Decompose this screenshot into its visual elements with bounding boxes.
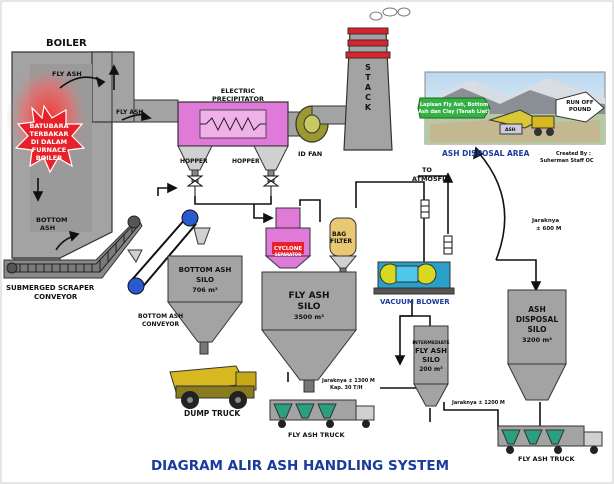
runoff-label-2: POUND [569, 107, 592, 113]
ash-disposal-silo [507, 289, 567, 401]
lapisan-label-2: Ash dan Clay (Tanah Liat) [418, 109, 490, 115]
bag-filter [328, 217, 358, 277]
dump-truck-label: DUMP TRUCK [184, 409, 241, 418]
bottom-ash-silo-label-2: SILO [196, 276, 214, 284]
fly-ash-truck-label-1: FLY ASH TRUCK [288, 431, 345, 439]
cyclone-separator [264, 207, 312, 269]
hopper-label-2: HOPPER [232, 158, 260, 165]
fly-ash-silo-label-3: 3500 m³ [294, 313, 324, 321]
stack-letter-4: C [365, 93, 371, 102]
fly-ash-truck-1 [269, 399, 375, 428]
fly-ash-truck-2 [497, 425, 603, 454]
bag-filter-label-1: BAG [332, 231, 346, 238]
cyclone-label-1: CYCLONE [274, 246, 302, 252]
burst-line-3: DI DALAM [31, 138, 67, 146]
burst-line-5: BOILER [36, 154, 63, 162]
id-fan [287, 105, 351, 143]
fly-ash-silo-label-2: SILO [298, 302, 321, 312]
diagram-title: DIAGRAM ALIR ASH HANDLING SYSTEM [151, 458, 449, 474]
burst-line-4: FURNACE [32, 146, 66, 154]
ash-disposal-area-label: ASH DISPOSAL AREA [442, 149, 530, 158]
burst-line-1: BATUBARA [29, 122, 68, 130]
disposal-silo-label-3: SILO [527, 325, 546, 334]
disposal-silo-label-1: ASH [528, 305, 545, 314]
precipitator-label-1: ELECTRIC [221, 87, 256, 95]
boiler-label: BOILER [46, 38, 87, 49]
submerged-scraper-conveyor [3, 215, 143, 279]
pneumatic-piping [157, 146, 542, 430]
bottom-ash-conveyor-label-2: CONVEYOR [142, 321, 179, 328]
dump-truck [169, 365, 257, 409]
distance-600-label-1: Jaraknya [531, 218, 559, 224]
disposal-silo-label-4: 3200 m³ [522, 336, 552, 344]
disposal-silo-label-2: DISPOSAL [516, 315, 558, 324]
stack-letter-3: A [365, 83, 372, 92]
ash-small-label: ASH [505, 127, 516, 133]
bottom-ash-silo [167, 255, 243, 355]
author-label: Suherman Staff OC [540, 158, 594, 164]
stack-letter-5: K [365, 103, 372, 112]
intermediate-silo-label-4: 200 m³ [419, 366, 443, 373]
fly-ash-truck-label-2: FLY ASH TRUCK [518, 455, 575, 463]
burst-line-2: TERBAKAR [30, 130, 69, 138]
labels: BOILER FLY ASH FLY ASH BATUBARA TERBAKAR… [6, 38, 594, 474]
burning-coal-burst [14, 104, 86, 174]
electric-precipitator [177, 101, 289, 196]
fly-ash-label-top: FLY ASH [52, 70, 82, 78]
ash-disposal-area-picture [417, 71, 606, 145]
bottom-ash-label-2: ASH [40, 224, 55, 232]
stack-letter-2: T [365, 73, 371, 82]
bottom-ash-silo-label-3: 706 m³ [192, 286, 218, 294]
precipitator-label-2: PRECIPITATOR [212, 95, 264, 103]
fly-ash-silo-label-1: FLY ASH [288, 291, 329, 301]
runoff-label-1: RUN OFF [566, 100, 594, 106]
bag-filter-label-2: FILTER [330, 238, 352, 245]
distance-600-label-2: ± 600 M [536, 226, 561, 232]
stack [343, 7, 411, 151]
intermediate-fly-ash-silo [413, 325, 449, 407]
cyclone-label-2: SEPARATOR [275, 252, 301, 257]
scraper-label-2: CONVEYOR [34, 293, 78, 301]
vacuum-blower-label: VACUUM BLOWER [380, 298, 450, 306]
bottom-ash-silo-label-1: BOTTOM ASH [179, 266, 232, 274]
bottom-ash-conveyor [127, 209, 211, 295]
stack-letter-1: S [365, 63, 371, 72]
hopper-label-1: HOPPER [180, 158, 208, 165]
distance-1200-label: Jaraknya ± 1200 M [451, 400, 505, 406]
id-fan-label: ID FAN [298, 150, 322, 158]
to-atmosfir-label-2: ATMOSFIR [412, 175, 450, 183]
scraper-label-1: SUBMERGED SCRAPER [6, 284, 95, 292]
distance-1300-label: Jaraknya ± 1300 M [321, 378, 375, 384]
capacity-label: Kap. 30 T/H [330, 385, 363, 391]
created-by-label: Created By : [556, 151, 591, 157]
flow-arrows-boiler [32, 64, 152, 251]
intermediate-silo-label-3: SILO [422, 356, 440, 364]
bottom-ash-label-1: BOTTOM [36, 216, 68, 224]
to-atmosfir-label-1: TO [422, 166, 432, 174]
vacuum-blower [373, 261, 455, 295]
lapisan-label-1: Lapisan Fly Ash, Bottom [420, 102, 488, 108]
fly-ash-silo [260, 271, 358, 393]
pipe-valves [420, 199, 453, 255]
intermediate-silo-label-1: INTERMEDIATE [412, 340, 449, 346]
fly-ash-label-duct: FLY ASH [116, 109, 143, 116]
intermediate-silo-label-2: FLY ASH [415, 347, 447, 355]
bottom-ash-conveyor-label-1: BOTTOM ASH [138, 313, 183, 320]
